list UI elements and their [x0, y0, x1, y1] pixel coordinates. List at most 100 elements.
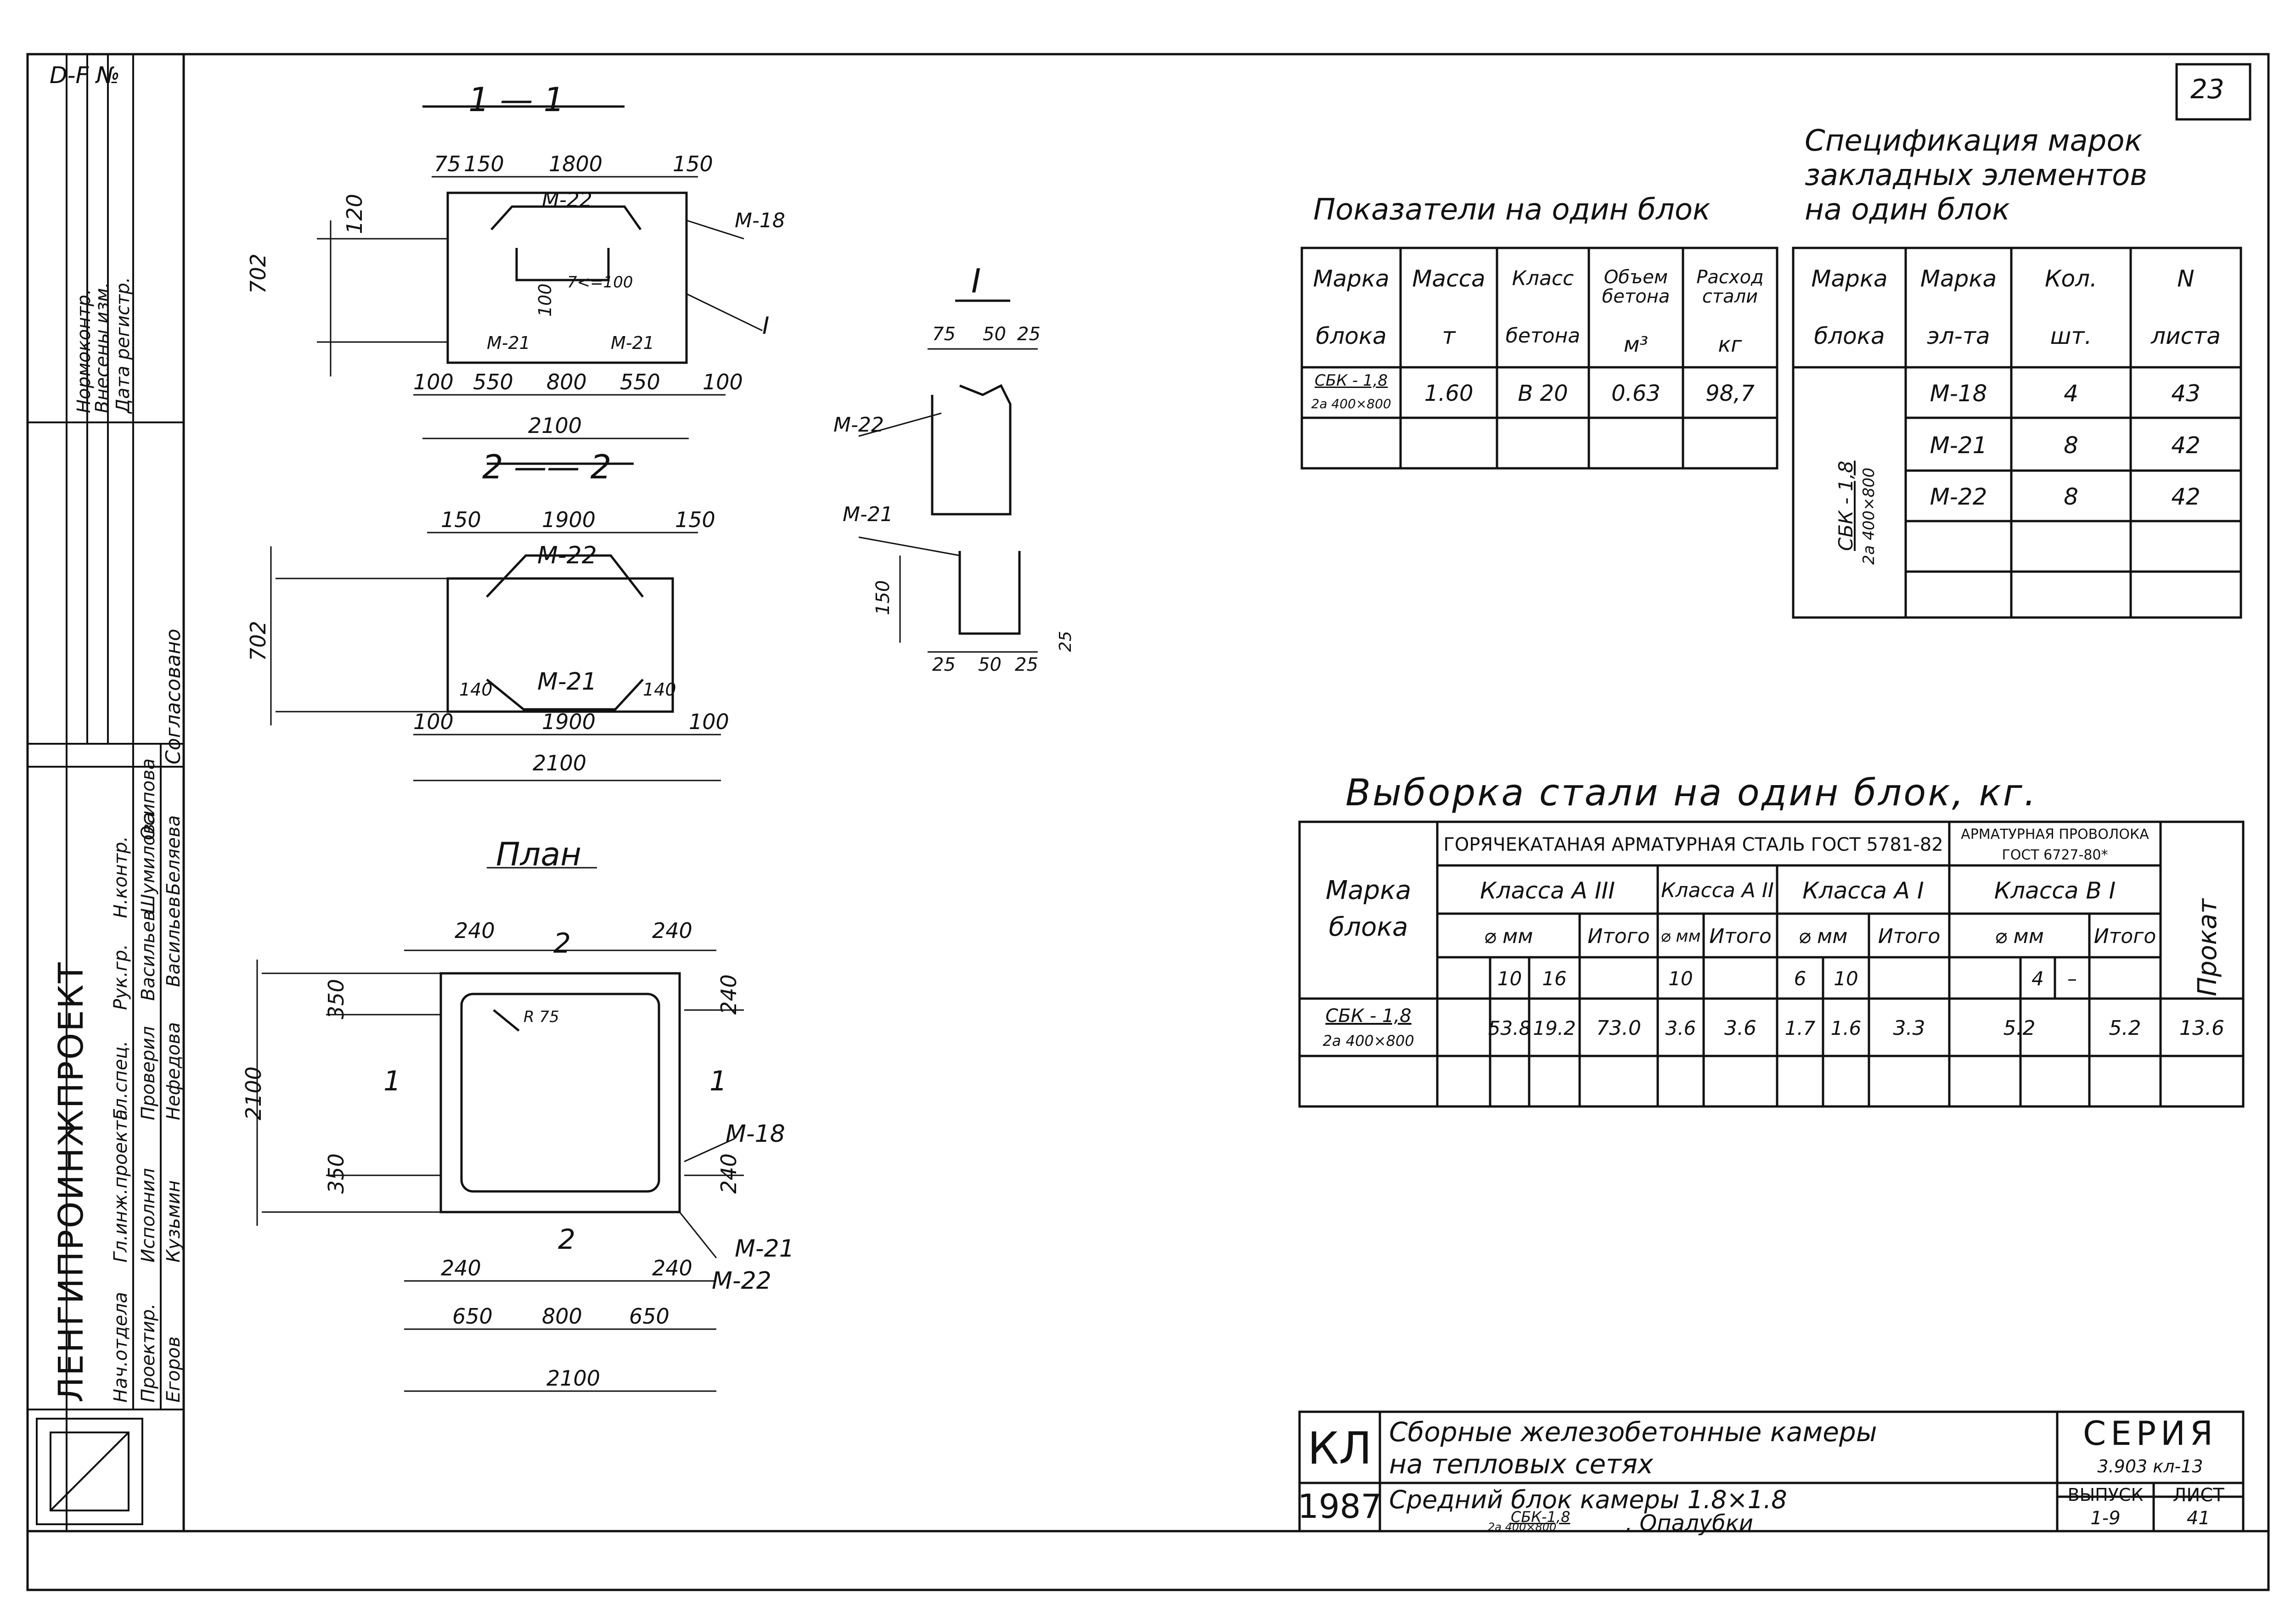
- plan-dim-240d: 240: [652, 1256, 692, 1280]
- page-number-box: [2175, 63, 2251, 121]
- s2-dim-140a: 140: [459, 679, 493, 700]
- detail-label-m21: M-21: [843, 503, 893, 526]
- s1-label-m18: M-18: [735, 209, 785, 232]
- stamp-role-6: Проектир.: [138, 1303, 159, 1403]
- stamp-name-6: Васильев: [138, 910, 159, 1001]
- s1-label-m21b: M-21: [611, 333, 654, 353]
- spec-r1-mark: М-18: [1930, 380, 1987, 407]
- ind-h2a: Масса: [1412, 265, 1486, 292]
- detail-dim-25b: 25: [932, 654, 956, 675]
- plan-dim-240-right-top: 240: [716, 974, 741, 1015]
- steel-val-prokat: 13.6: [2179, 1016, 2224, 1040]
- plan-dim-800: 800: [542, 1304, 582, 1329]
- spec-h1b: блока: [1814, 323, 1885, 350]
- steel-phi-a3: ⌀ мм: [1484, 924, 1533, 948]
- stamp-name-5: Беляева: [163, 815, 184, 895]
- plan-dim-350a: 350: [324, 979, 349, 1019]
- steel-row-mark: СБК - 1,8: [1325, 1005, 1412, 1027]
- plan-dim-240-right-bottom: 240: [716, 1153, 741, 1194]
- steel-h-wire-a: АРМАТУРНАЯ ПРОВОЛОКА: [1961, 826, 2149, 842]
- plan-dim-240a: 240: [455, 918, 495, 943]
- spec-r2-mark: М-21: [1930, 432, 1987, 459]
- ind-h3a: Класс: [1512, 267, 1574, 291]
- ind-h1a: Марка: [1313, 265, 1390, 292]
- plan-cut-2-top: 2: [553, 927, 571, 960]
- stamp-agreed: Согласовано: [162, 629, 185, 764]
- steel-phi-b1: ⌀ мм: [1995, 924, 2044, 948]
- steel-row-mark-sub: 2а 400×800: [1322, 1032, 1414, 1050]
- stamp-name-2: Кузьмин: [163, 1180, 184, 1263]
- s2-dim-1900b: 1900: [542, 709, 596, 734]
- steel-val-a1-total: 3.3: [1893, 1016, 1925, 1040]
- ind-h4b: м³: [1623, 331, 1649, 357]
- tb-title-line1: Сборные железобетонные камеры: [1389, 1416, 1877, 1448]
- plan-cut-1-right: 1: [709, 1065, 727, 1097]
- tb-issue-value: 1-9: [2090, 1508, 2121, 1529]
- steel-itogo-a1: Итого: [1878, 924, 1941, 948]
- steel-itogo-a2: Итого: [1709, 924, 1772, 948]
- s1-dim-100b: 100: [703, 370, 743, 394]
- plan-radius: R 75: [523, 1008, 559, 1026]
- steel-h-a1: Класса А I: [1802, 877, 1924, 904]
- steel-h-a2: Класса А II: [1661, 878, 1774, 902]
- steel-dia-a3-16: 16: [1542, 967, 1567, 990]
- detail-i-title: I: [971, 262, 981, 300]
- ind-row-mark-sub: 2а 400×800: [1311, 396, 1391, 412]
- stamp-role-2: Гл.инж.проекта: [110, 1109, 131, 1263]
- steel-val-a1-10: 1.6: [1830, 1016, 1862, 1039]
- plan-cut-1-left: 1: [383, 1065, 401, 1097]
- s2-dim-140b: 140: [643, 679, 676, 700]
- tb-series-label: СЕРИЯ: [2082, 1414, 2218, 1453]
- detail-dim-25c: 25: [1015, 654, 1038, 675]
- spec-h4b: листа: [2151, 323, 2221, 350]
- s2-height: 702: [246, 621, 270, 661]
- spec-r2-sheet: 42: [2171, 432, 2200, 459]
- spec-block-mark-sub: 2а 400×800: [1860, 467, 1878, 565]
- steel-val-b1-total: 5.2: [2109, 1016, 2141, 1040]
- plan-label-m21: M-21: [735, 1235, 794, 1263]
- steel-dia-a2-10: 10: [1668, 967, 1693, 990]
- steel-itogo-b1: Итого: [2093, 924, 2156, 948]
- ind-h4a: Объем бетона: [1602, 267, 1670, 307]
- s2-dim-100b: 100: [689, 709, 729, 734]
- spec-h2b: эл-та: [1927, 323, 1990, 350]
- stamp-org: ЛЕНГИПРОИНЖПРОЕКТ: [51, 961, 91, 1403]
- s2-dim-1900: 1900: [542, 507, 596, 532]
- stamp-name-1: Егоров: [163, 1336, 184, 1403]
- tb-year: 1987: [1297, 1487, 1382, 1526]
- tb-sheet-label: ЛИСТ: [2172, 1485, 2224, 1506]
- s1-dim-550a: 550: [473, 370, 513, 394]
- s1-total: 2100: [528, 413, 582, 438]
- steel-dia-a1-6: 6: [1794, 967, 1806, 990]
- tb-issue-label: ВЫПУСК: [2067, 1485, 2144, 1505]
- steel-val-a3-10: 53.8: [1488, 1016, 1531, 1039]
- steel-val-a2: 3.6: [1665, 1016, 1696, 1039]
- spec-r1-sheet: 43: [2171, 380, 2200, 407]
- s1-dim-550b: 550: [620, 370, 660, 394]
- tb-sheet-value: 41: [2187, 1508, 2210, 1529]
- stamp-name-4: Васильев: [163, 896, 184, 987]
- stamp-role-8: Проверил: [138, 1026, 159, 1120]
- spec-title-line1: Спецификация марок: [1805, 124, 2143, 158]
- steel-h-hot: ГОРЯЧЕКАТАНАЯ АРМАТУРНАЯ СТАЛЬ ГОСТ 5781…: [1443, 834, 1943, 855]
- steel-phi-a1: ⌀ мм: [1798, 924, 1848, 948]
- spec-r3-mark: М-22: [1930, 483, 1987, 511]
- plan-title: План: [496, 836, 582, 873]
- steel-h-wire-b: ГОСТ 6727-80*: [2002, 847, 2108, 863]
- steel-dia-b1-dash: –: [2067, 967, 2077, 990]
- stamp-name-8: Осипова: [138, 758, 159, 840]
- plan-height: 2100: [241, 1066, 266, 1120]
- top-left-code: D-F №: [50, 62, 120, 89]
- spec-block-mark: СБК - 1,8: [1835, 460, 1857, 551]
- stamp-rev-2: Внесены изм.: [92, 282, 113, 413]
- detail-dim-25-side: 25: [1056, 631, 1075, 652]
- s1-dim-100a: 100: [413, 370, 454, 394]
- plan-label-m18: M-18: [726, 1120, 785, 1148]
- spec-r1-qty: 4: [2064, 380, 2078, 407]
- ind-row-volume: 0.63: [1611, 381, 1660, 407]
- spec-title-line2: закладных элементов: [1805, 158, 2147, 192]
- s1-dim-100: 100: [535, 283, 555, 317]
- detail-label-m22: M-22: [833, 413, 884, 437]
- steel-title: Выборка стали на один блок, кг.: [1345, 771, 2038, 814]
- s2-total: 2100: [533, 751, 587, 775]
